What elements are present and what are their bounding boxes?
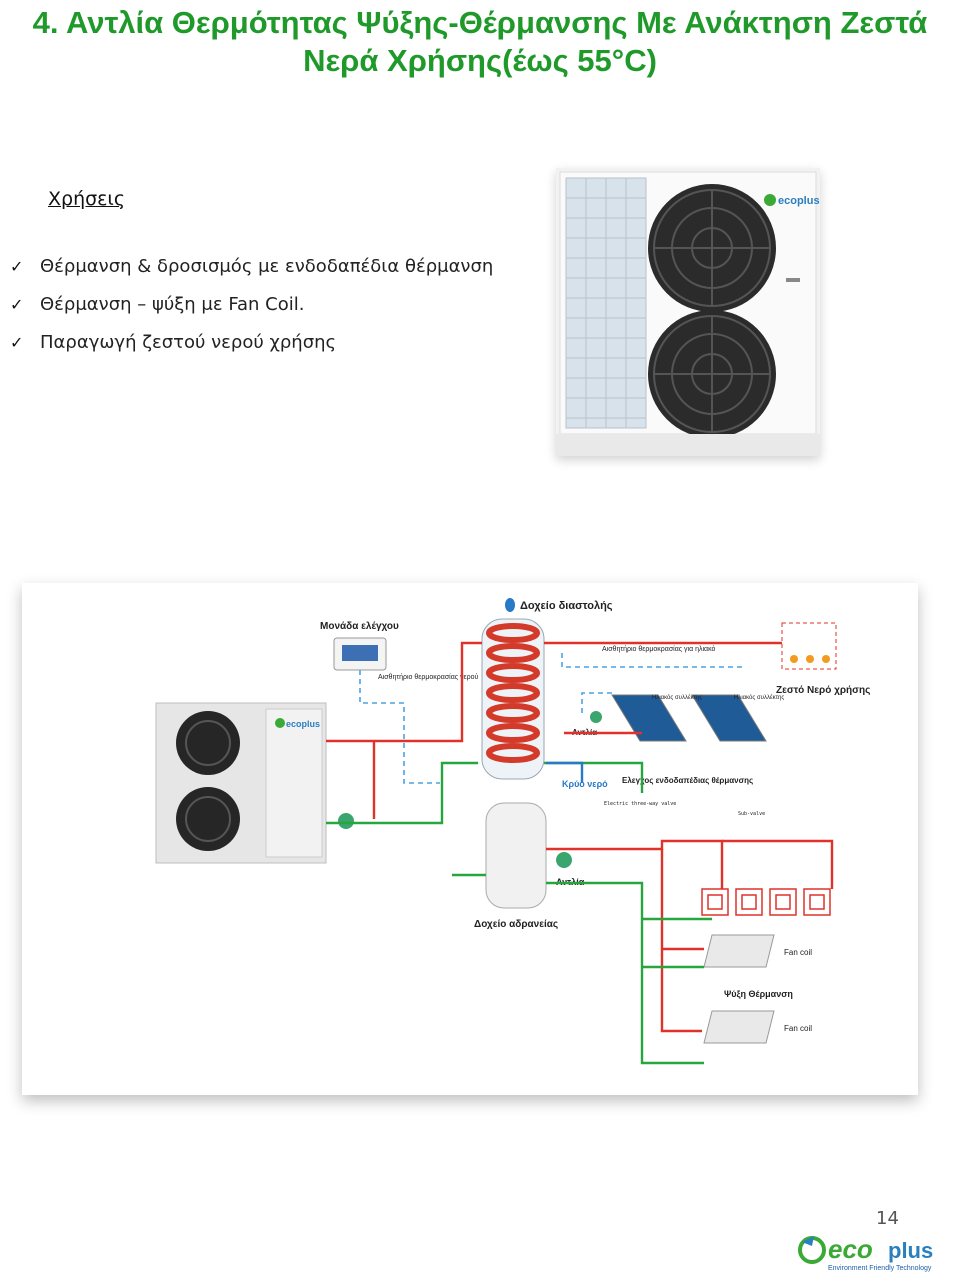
fan-coil-unit — [703, 934, 775, 968]
list-item-label: Θέρμανση – ψύξη με Fan Coil. — [40, 294, 305, 315]
heat-pump-photo: ecoplus — [556, 168, 820, 456]
label-control-unit: Μονάδα ελέγχου — [320, 621, 399, 632]
pump-icon — [590, 711, 602, 723]
label-cold-water: Κρύο νερό — [562, 779, 608, 789]
logo-tagline: Environment Friendly Technology — [828, 1265, 932, 1272]
label-underfloor-control: Ελεγχος ενδοδαπέδιας θέρμανσης — [622, 776, 753, 785]
fan-top — [648, 184, 776, 312]
hot-water-tank — [481, 618, 545, 780]
expansion-vessel-icon — [505, 598, 515, 612]
pump-icon — [338, 813, 354, 829]
leaf-icon — [764, 194, 776, 206]
label-electric-valve: Electric three-way valve — [604, 801, 676, 807]
label-solar-temp-sensor: Αισθητήριο θερμοκρασίας για ηλιακό — [602, 645, 716, 653]
page-title-line-2: Νερά Χρήσης(έως 55°C) — [303, 43, 657, 78]
pipes-hot — [326, 641, 834, 1033]
page-number: 14 — [876, 1208, 899, 1229]
system-diagram: ecoplus Μονάδα ελέγχου Αισθητήριο θερμοκ… — [22, 583, 918, 1095]
fan-coil-unit — [703, 1010, 775, 1044]
label-solar-collector-2: Ηλιακός συλλέκτης — [734, 694, 784, 701]
hot-water-taps — [781, 622, 837, 670]
label-buffer-tank: Δοχείο αδρανείας — [474, 919, 558, 930]
list-item: ✓ Παραγωγή ζεστού νερού χρήσης — [10, 324, 493, 362]
label-fan-coil-2: Fan coil — [784, 1024, 812, 1033]
pipe-cold-water — [546, 761, 584, 783]
unit-logo-text: ecoplus — [778, 195, 820, 207]
control-unit — [333, 637, 387, 671]
check-icon: ✓ — [10, 333, 24, 352]
buffer-tank — [485, 802, 547, 909]
logo-eco: eco — [828, 1234, 873, 1264]
underfloor-loops — [701, 888, 831, 916]
uses-heading: Χρήσεις — [48, 188, 126, 210]
side-grille — [565, 177, 647, 429]
label-fan-coil-1: Fan coil — [784, 948, 812, 957]
ecoplus-logo: eco plus — [798, 1234, 933, 1264]
label-cooling-heating: Ψύξη Θέρμανση — [724, 989, 793, 999]
label-hot-water: Ζεστό Νερό χρήσης — [776, 685, 870, 696]
solar-collector-1 — [611, 694, 687, 742]
logo-plus: plus — [888, 1238, 933, 1263]
page-title: 4. Αντλία Θερμότητας Ψύξης-Θέρμανσης Με … — [0, 4, 960, 80]
label-water-temp-sensor: Αισθητήριο θερμοκρασίας νερού — [378, 673, 479, 681]
page-title-line-1: 4. Αντλία Θερμότητας Ψύξης-Θέρμανσης Με … — [32, 5, 928, 40]
solar-collector-2 — [691, 694, 767, 742]
list-item: ✓ Θέρμανση & δροσισμός με ενδοδαπέδια θέ… — [10, 248, 493, 286]
pipes-dashed — [359, 653, 742, 784]
pump-icon — [556, 852, 572, 868]
label-solar-collector-1: Ηλιακός συλλέκτης — [652, 694, 702, 701]
check-icon: ✓ — [10, 257, 24, 276]
uses-list: ✓ Θέρμανση & δροσισμός με ενδοδαπέδια θέ… — [10, 248, 493, 362]
list-item-label: Θέρμανση & δροσισμός με ενδοδαπέδια θέρμ… — [40, 256, 494, 277]
diagram-unit-logo: ecoplus — [286, 719, 320, 729]
list-item-label: Παραγωγή ζεστού νερού χρήσης — [40, 332, 337, 353]
list-item: ✓ Θέρμανση – ψύξη με Fan Coil. — [10, 286, 493, 324]
pipes-return — [326, 761, 712, 1065]
fan-bottom — [648, 310, 776, 438]
diagram-heat-pump: ecoplus — [155, 702, 327, 864]
check-icon: ✓ — [10, 295, 24, 314]
label-expansion-tank: Δοχείο διαστολής — [520, 600, 613, 612]
label-sub-valve: Sub-valve — [738, 811, 765, 817]
